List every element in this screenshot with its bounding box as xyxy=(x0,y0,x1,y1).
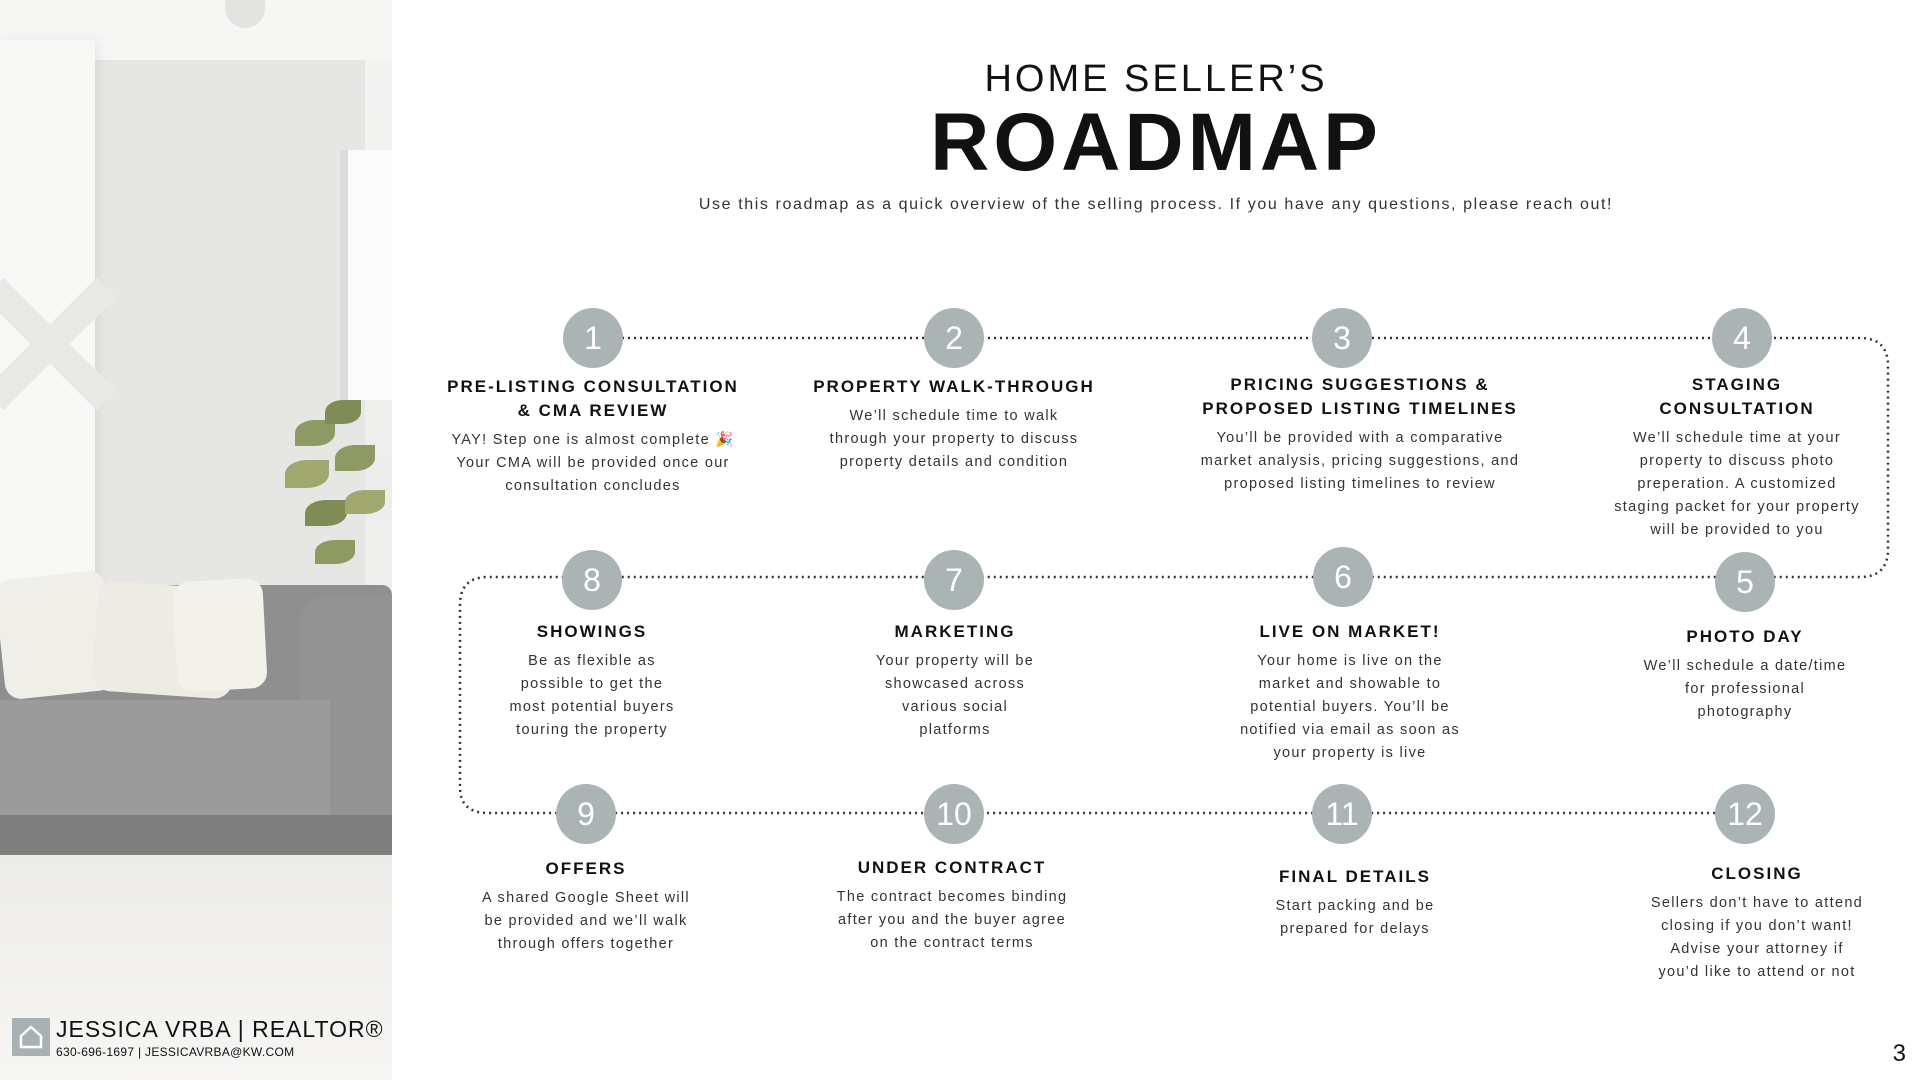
step-description: We’ll schedule time at your property to … xyxy=(1614,430,1860,538)
step-title: PRICING SUGGESTIONS & PROPOSED LISTING T… xyxy=(1202,375,1518,418)
step-description: Your property will be showcased across v… xyxy=(875,653,1035,738)
step-number-badge: 11 xyxy=(1312,784,1372,844)
roadmap-step: MARKETING Your property will be showcased… xyxy=(755,620,1155,742)
sofa-seat xyxy=(0,700,330,820)
step-title: SHOWINGS xyxy=(536,622,648,641)
plant xyxy=(285,400,392,600)
step-number-badge: 6 xyxy=(1313,547,1373,607)
step-title: PROPERTY WALK-THROUGH xyxy=(813,377,1095,396)
title-top: HOME SELLER’S xyxy=(984,58,1328,100)
step-number-badge: 3 xyxy=(1312,308,1372,368)
photo-window xyxy=(340,150,392,400)
step-title: STAGING CONSULTATION xyxy=(1659,375,1815,418)
step-number-badge: 4 xyxy=(1712,308,1772,368)
step-description: Be as flexible as possible to get the mo… xyxy=(509,653,675,738)
step-number-badge: 12 xyxy=(1715,784,1775,844)
step-number-badge: 2 xyxy=(924,308,984,368)
step-description: Sellers don’t have to attend closing if … xyxy=(1650,895,1864,980)
step-number-badge: 7 xyxy=(924,550,984,610)
photo-floor xyxy=(0,855,392,1080)
step-description: Your home is live on the market and show… xyxy=(1240,653,1460,761)
step-title: LIVE ON MARKET! xyxy=(1259,622,1441,641)
step-title: OFFERS xyxy=(545,859,627,878)
step-description: We’ll schedule a date/time for professio… xyxy=(1643,658,1847,720)
page-subtitle: Use this roadmap as a quick overview of … xyxy=(698,196,1614,213)
step-title: FINAL DETAILS xyxy=(1279,867,1431,886)
step-description: We’ll schedule time to walk through your… xyxy=(829,408,1079,470)
step-number-badge: 9 xyxy=(556,784,616,844)
roadmap-step: SHOWINGS Be as flexible as possible to ge… xyxy=(392,620,792,742)
step-title: MARKETING xyxy=(894,622,1016,641)
house-icon xyxy=(12,1018,50,1056)
agent-branding: JESSICA VRBA | REALTOR® 630-696-1697 | J… xyxy=(12,1016,384,1059)
pillow xyxy=(172,577,268,693)
roadmap-step: PRE-LISTING CONSULTATION & CMA REVIEW YAY… xyxy=(393,375,793,498)
roadmap-step: PRICING SUGGESTIONS & PROPOSED LISTING T… xyxy=(1160,373,1560,496)
step-number-badge: 10 xyxy=(924,784,984,844)
photo-wall xyxy=(95,0,365,640)
step-number-badge: 8 xyxy=(562,550,622,610)
agent-contact: 630-696-1697 | JESSICAVRBA@KW.COM xyxy=(56,1045,295,1059)
step-title: PRE-LISTING CONSULTATION & CMA REVIEW xyxy=(447,377,739,420)
step-number-badge: 1 xyxy=(563,308,623,368)
roadmap-step: CLOSING Sellers don’t have to attend clos… xyxy=(1557,862,1920,984)
step-description: You’ll be provided with a comparative ma… xyxy=(1200,430,1520,492)
living-room-photo: JESSICA VRBA | REALTOR® 630-696-1697 | J… xyxy=(0,0,392,1080)
step-description: The contract becomes binding after you a… xyxy=(836,889,1068,951)
page-number: 3 xyxy=(1892,1040,1906,1067)
step-title: CLOSING xyxy=(1711,864,1803,883)
roadmap-step: STAGING CONSULTATION We’ll schedule time … xyxy=(1537,373,1920,542)
roadmap-step: PROPERTY WALK-THROUGH We’ll schedule time… xyxy=(754,375,1154,474)
step-title: PHOTO DAY xyxy=(1686,627,1804,646)
roadmap-step: UNDER CONTRACT The contract becomes bindi… xyxy=(752,856,1152,955)
page-title: ROADMAP xyxy=(930,97,1382,188)
step-number-badge: 5 xyxy=(1715,552,1775,612)
sofa-base xyxy=(0,815,392,855)
step-title: UNDER CONTRACT xyxy=(857,858,1047,877)
agent-name: JESSICA VRBA | REALTOR® xyxy=(56,1016,384,1042)
step-description: YAY! Step one is almost complete 🎉 Your … xyxy=(451,432,735,494)
roadmap-step: PHOTO DAY We’ll schedule a date/time for … xyxy=(1545,625,1920,724)
step-description: A shared Google Sheet will be provided a… xyxy=(482,890,690,952)
roadmap-step: OFFERS A shared Google Sheet will be prov… xyxy=(386,857,786,956)
roadmap-step: FINAL DETAILS Start packing and be prepar… xyxy=(1155,865,1555,941)
step-description: Start packing and be prepared for delays xyxy=(1275,898,1435,937)
roadmap-step: LIVE ON MARKET! Your home is live on the … xyxy=(1150,620,1550,765)
